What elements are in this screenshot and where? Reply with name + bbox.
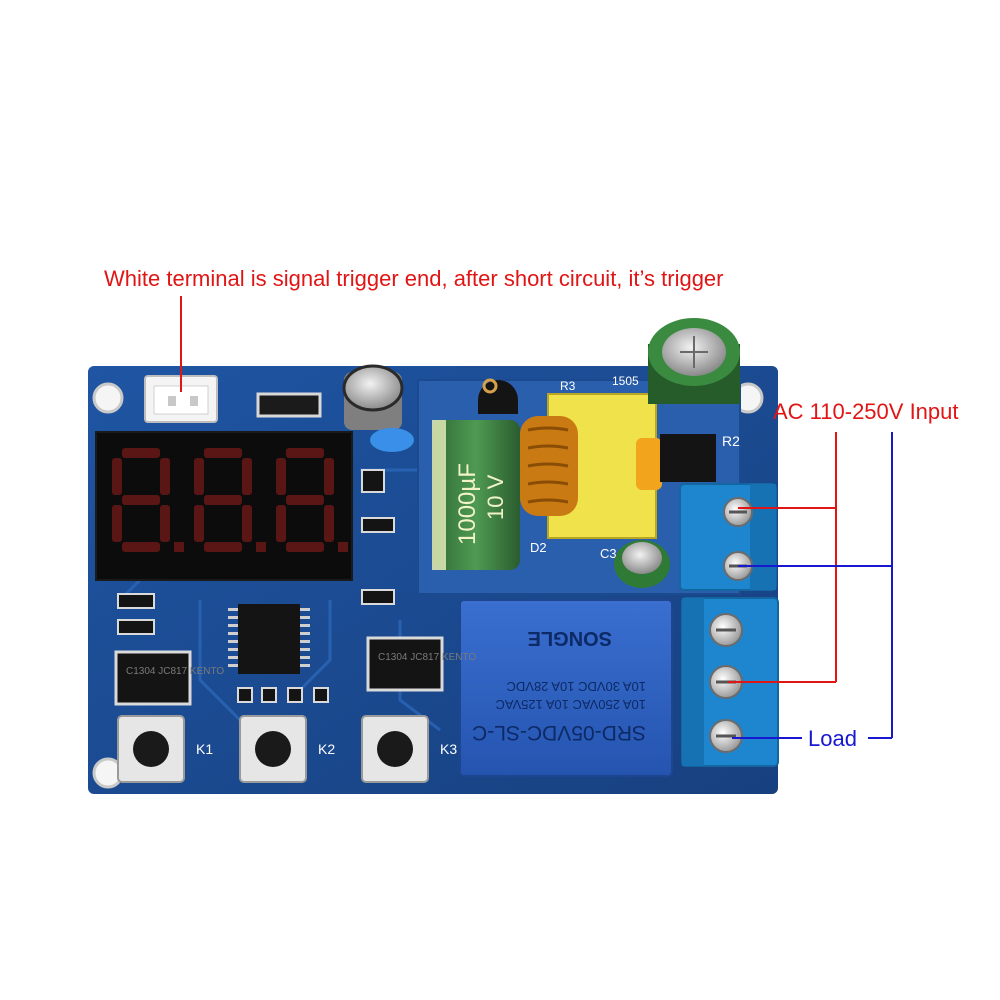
display-segment (242, 458, 252, 495)
load-pointer-lines (732, 432, 893, 739)
svg-text:R2: R2 (722, 433, 740, 449)
microcontroller (228, 604, 310, 674)
ac-input-annotation: AC 110-250V Input (773, 399, 959, 424)
relay: SRD-05VDC-SL-C 10A 250VAC 10A 125VAC 10A… (459, 599, 673, 777)
display-segment (122, 495, 160, 505)
display-segment (324, 458, 334, 495)
regulator-chip (660, 434, 716, 482)
relay-rating-1: 10A 250VAC 10A 125VAC (495, 697, 646, 712)
ac-input-terminal[interactable] (679, 483, 777, 591)
trigger-annotation: White terminal is signal trigger end, af… (104, 266, 724, 291)
display-segment (204, 448, 242, 458)
display-segment (160, 505, 170, 542)
button-k3-label: K3 (440, 741, 457, 757)
seven-segment-display (95, 431, 353, 581)
display-digit (276, 448, 348, 552)
optocoupler-left: C1304 JC817 KENTO (114, 650, 224, 706)
capacitor-voltage-text: 10 V (483, 474, 508, 520)
button-k2[interactable]: K2 (239, 715, 335, 783)
display-segment (122, 542, 160, 552)
transformer (520, 393, 657, 539)
display-segment (194, 458, 204, 495)
relay-model-text: SRD-05VDC-SL-C (472, 721, 646, 744)
display-segment (160, 458, 170, 495)
display-segment (242, 505, 252, 542)
ac-input-pointer-lines (728, 432, 837, 683)
svg-text:C1304 JC817 KENTO: C1304 JC817 KENTO (126, 666, 224, 677)
svg-text:D2: D2 (530, 540, 547, 555)
button-k2-label: K2 (318, 741, 335, 757)
trigger-terminal[interactable] (144, 375, 218, 423)
display-segment (286, 542, 324, 552)
display-decimal-point (174, 542, 184, 552)
display-decimal-point (256, 542, 266, 552)
transistor (478, 378, 518, 414)
display-segment (286, 448, 324, 458)
display-segment (276, 505, 286, 542)
load-terminal[interactable] (681, 597, 779, 767)
display-segment (286, 495, 324, 505)
load-annotation: Load (808, 726, 857, 751)
smd-diode (256, 392, 322, 418)
relay-rating-2: 10A 30VDC 10A 28VDC (507, 679, 646, 694)
capacitor-value-text: 1000µF (454, 463, 481, 545)
button-k1[interactable]: K1 (117, 715, 213, 783)
display-segment (204, 542, 242, 552)
inductor (636, 438, 662, 490)
display-segment (204, 495, 242, 505)
display-digit (194, 448, 266, 552)
smd-resistors (117, 469, 395, 703)
svg-text:1505: 1505 (612, 374, 639, 388)
optocoupler-right: C1304 JC817 KENTO (366, 636, 476, 692)
svg-text:R3: R3 (560, 379, 576, 393)
display-segment (194, 505, 204, 542)
ceramic-capacitor (370, 428, 414, 452)
display-segment (324, 505, 334, 542)
display-segment (112, 458, 122, 495)
svg-text:C1304 JC817 KENTO: C1304 JC817 KENTO (378, 652, 476, 663)
display-segment (122, 448, 160, 458)
capacitor-green-top (648, 318, 740, 404)
button-k3[interactable]: K3 (361, 715, 457, 783)
display-decimal-point (338, 542, 348, 552)
display-segment (276, 458, 286, 495)
display-digit (112, 448, 184, 552)
button-k1-label: K1 (196, 741, 213, 757)
relay-brand-text: SONGLE (528, 627, 612, 649)
display-segment (112, 505, 122, 542)
capacitor-1000uf: 1000µF 10 V (432, 420, 520, 570)
svg-text:C3: C3 (600, 546, 617, 561)
small-capacitor (342, 364, 404, 430)
capacitor-green-small (614, 540, 670, 588)
